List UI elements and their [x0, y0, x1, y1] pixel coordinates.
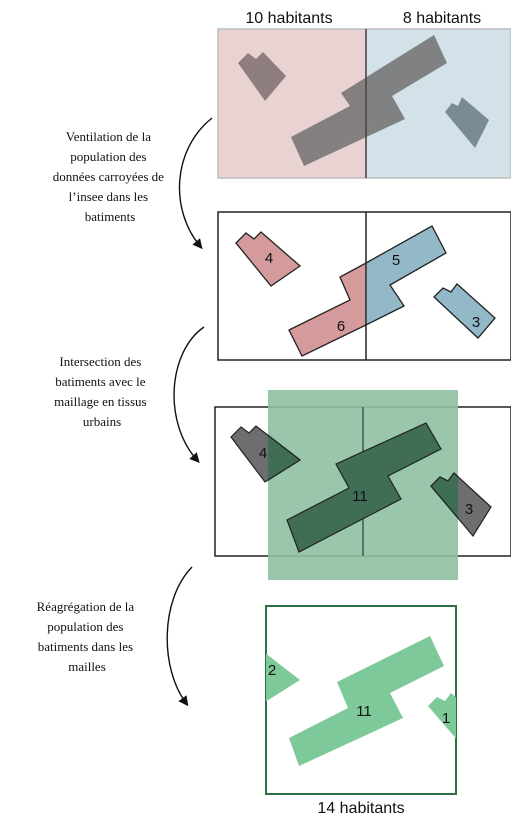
- step-3-line: mailles: [68, 659, 106, 674]
- mesh-total-population-label: 14 habitants: [317, 800, 404, 817]
- population-value: 5: [392, 252, 400, 269]
- building-small-left: [238, 52, 286, 101]
- step-3-annotation: Réagrégation de la population des batime…: [37, 566, 193, 707]
- step-2-line: Intersection des: [59, 354, 141, 369]
- step-1-annotation: Ventilation de la population des données…: [53, 117, 213, 250]
- building-large-left-part: [288, 261, 367, 357]
- step-2-line: maillage en tissus: [54, 394, 146, 409]
- step-1-line: Ventilation de la: [66, 129, 151, 144]
- building-top-left: [235, 231, 302, 287]
- population-value: 4: [265, 250, 273, 267]
- step-3-line: population des: [47, 619, 123, 634]
- population-value: 2: [268, 662, 276, 679]
- building-right-in-mesh: [430, 472, 458, 520]
- panel-3-intersection: 4 11 3: [214, 390, 511, 580]
- step-2-line: batiments avec le: [55, 374, 145, 389]
- building-small-right: [445, 97, 489, 148]
- step-1-line: population des: [70, 149, 146, 164]
- step-2-caption: Intersection des batiments avec le maill…: [54, 354, 150, 429]
- population-value: 3: [472, 314, 480, 331]
- building-right-part: [428, 693, 456, 739]
- step-3-line: Réagrégation de la: [37, 599, 135, 614]
- population-value: 6: [337, 318, 345, 335]
- population-value: 1: [442, 710, 450, 727]
- step-1-line: l’insee dans les: [69, 189, 148, 204]
- step-1-caption: Ventilation de la population des données…: [53, 129, 167, 224]
- building-large: [289, 636, 444, 766]
- cell-right-population-label: 8 habitants: [403, 10, 481, 27]
- step-3-arrow: [166, 566, 193, 707]
- panel-1-insee-grid: 10 habitants 8 habitants: [217, 10, 511, 179]
- step-2-annotation: Intersection des batiments avec le maill…: [54, 326, 205, 463]
- cell-left-population-label: 10 habitants: [245, 10, 332, 27]
- building-right: [433, 283, 496, 339]
- population-value: 3: [465, 501, 473, 518]
- step-3-caption: Réagrégation de la population des batime…: [37, 599, 138, 674]
- step-2-line: urbains: [83, 414, 121, 429]
- step-1-line: batiments: [85, 209, 136, 224]
- step-1-line: données carroyées de: [53, 169, 164, 184]
- buildings-panel-1: [238, 35, 489, 166]
- population-value: 11: [352, 488, 368, 505]
- grid-frame-2: [217, 211, 511, 361]
- step-1-arrow: [178, 117, 213, 250]
- panel-4-reaggregation: 2 11 1 14 habitants: [265, 605, 457, 817]
- population-value: 11: [356, 703, 372, 720]
- population-value: 4: [259, 445, 267, 462]
- step-2-arrow: [173, 326, 205, 463]
- building-left-part: [266, 653, 300, 702]
- building-large-right-part: [365, 225, 447, 327]
- panel-2-buildings-population: 4 5 6 3: [217, 211, 511, 361]
- building-large: [286, 422, 442, 553]
- grid-cell-left: [217, 28, 367, 179]
- building-left-in-mesh: [268, 434, 302, 481]
- building-large: [291, 35, 447, 166]
- step-3-line: batiments dans les: [38, 639, 133, 654]
